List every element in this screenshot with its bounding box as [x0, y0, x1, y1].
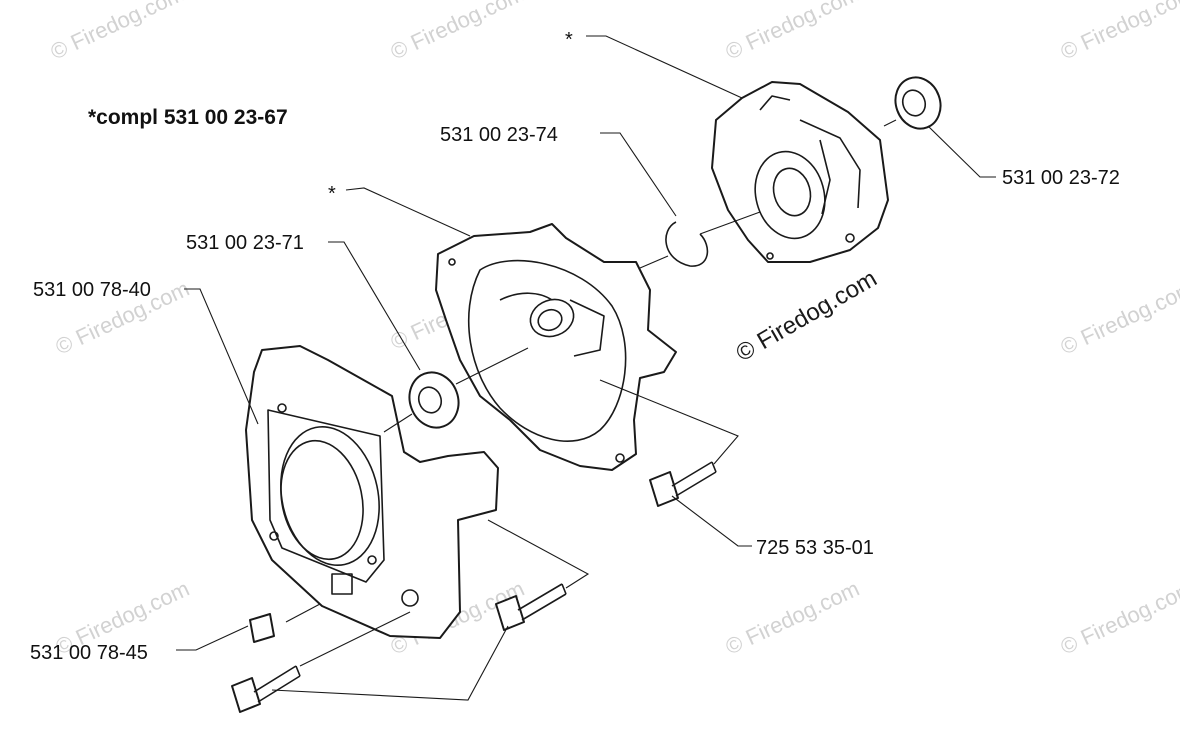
assembly-axis — [699, 211, 761, 235]
leader-line — [176, 625, 249, 651]
leader-line — [927, 125, 996, 178]
watermark: © Firedog.com — [387, 0, 529, 65]
watermark: © Firedog.com — [1057, 0, 1180, 65]
part-label-cover: 531 00 23-72 — [1002, 167, 1120, 189]
circlip-drawing — [665, 221, 709, 267]
screw-middle-drawing — [495, 583, 567, 631]
part-label-housing: 531 00 78-40 — [33, 279, 151, 301]
leader-line — [328, 241, 421, 371]
watermark: © Firedog.com — [1057, 276, 1180, 360]
crankcase-drawing — [435, 223, 677, 471]
asterisk-marker: * — [565, 29, 573, 51]
leader-line — [271, 625, 509, 701]
crankcase-cover-drawing — [711, 81, 889, 263]
assembly-axis — [455, 347, 529, 385]
watermark-dark: © Firedog.com — [732, 265, 882, 367]
assembly-axis — [299, 611, 411, 667]
leader-line — [671, 495, 752, 547]
part-label-cap: 531 00 78-45 — [30, 642, 148, 664]
assembly-axis — [383, 413, 413, 433]
assembly-title: *compl 531 00 23-67 — [88, 106, 288, 129]
assembly-axis — [487, 519, 590, 589]
watermark: © Firedog.com — [1057, 576, 1180, 660]
bearing-right-drawing — [894, 76, 942, 130]
leader-line — [586, 35, 743, 99]
leader-line — [184, 288, 259, 425]
housing-drawing — [245, 345, 499, 639]
assembly-axis — [599, 379, 739, 465]
part-label-circlip: 531 00 23-74 — [440, 124, 558, 146]
screw-right-drawing — [649, 461, 717, 507]
assembly-axis — [883, 119, 897, 127]
screw-left-drawing — [231, 665, 301, 713]
assembly-axis — [285, 603, 321, 623]
assembly-axis — [639, 255, 669, 269]
cap-drawing — [249, 613, 275, 643]
leader-line — [600, 132, 677, 217]
watermark: © Firedog.com — [722, 0, 864, 65]
part-label-bearing: 531 00 23-71 — [186, 232, 304, 254]
watermark: © Firedog.com — [722, 576, 864, 660]
bearing-left-drawing — [408, 371, 460, 429]
part-label-screw: 725 53 35-01 — [756, 537, 874, 559]
watermark: © Firedog.com — [47, 0, 189, 65]
asterisk-marker: * — [328, 183, 336, 205]
leader-line — [345, 187, 471, 237]
